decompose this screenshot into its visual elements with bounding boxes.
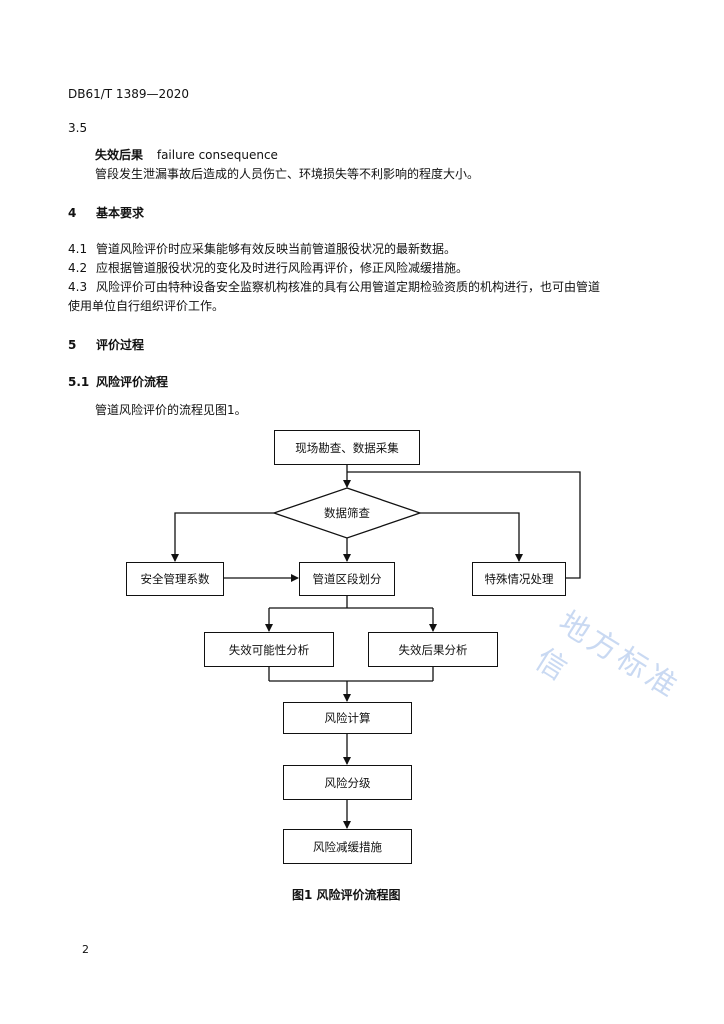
section-5-title: 评价过程 (96, 338, 145, 352)
node-site-survey: 现场勘查、数据采集 (274, 430, 420, 465)
clause-4-3-number: 4.3 (68, 280, 88, 294)
page-number: 2 (82, 943, 89, 956)
clause-4-1-number: 4.1 (68, 242, 88, 256)
term-definition: 管段发生泄漏事故后造成的人员伤亡、环境损失等不利影响的程度大小。 (95, 167, 480, 181)
section-4-heading: 4 基本要求 (68, 205, 144, 221)
clause-4-2: 4.2 应根据管道服役状况的变化及时进行风险再评价，修正风险减缓措施。 (68, 260, 468, 276)
node-failure-consequence: 失效后果分析 (368, 632, 498, 667)
section-4-number: 4 (68, 206, 77, 220)
section-5-1-number: 5.1 (68, 375, 90, 389)
node-safety-factor: 安全管理系数 (126, 562, 224, 596)
node-special-handling: 特殊情况处理 (472, 562, 566, 596)
term-heading: 失效后果 failure consequence (95, 147, 278, 163)
node-failure-probability: 失效可能性分析 (204, 632, 334, 667)
clause-4-2-text: 应根据管道服役状况的变化及时进行风险再评价，修正风险减缓措施。 (96, 261, 469, 275)
clause-4-3: 4.3 风险评价可由特种设备安全监察机构核准的具有公用管道定期检验资质的机构进行，… (68, 279, 600, 295)
clause-4-1: 4.1 管道风险评价时应采集能够有效反映当前管道服役状况的最新数据。 (68, 241, 456, 257)
node-segment-division: 管道区段划分 (299, 562, 395, 596)
flow-intro: 管道风险评价的流程见图1。 (95, 403, 247, 417)
clause-4-1-text: 管道风险评价时应采集能够有效反映当前管道服役状况的最新数据。 (96, 242, 457, 256)
section-5-1-title: 风险评价流程 (96, 375, 169, 389)
node-risk-mitigation: 风险减缓措施 (283, 829, 412, 864)
node-data-screening: 数据筛查 (324, 506, 370, 520)
clause-4-3-continued: 使用单位自行组织评价工作。 (68, 299, 225, 313)
figure-caption: 图1 风险评价流程图 (292, 888, 401, 902)
section-5-number: 5 (68, 338, 77, 352)
clause-3-5-number: 3.5 (68, 121, 88, 135)
section-5-heading: 5 评价过程 (68, 337, 144, 353)
clause-4-2-number: 4.2 (68, 261, 88, 275)
term-zh: 失效后果 (95, 148, 144, 162)
section-4-title: 基本要求 (96, 206, 145, 220)
doc-code: DB61/T 1389—2020 (68, 87, 190, 101)
section-5-1-heading: 5.1 风险评价流程 (68, 374, 168, 390)
clause-4-3-text: 风险评价可由特种设备安全监察机构核准的具有公用管道定期检验资质的机构进行，也可由… (96, 280, 601, 294)
node-risk-calculation: 风险计算 (283, 702, 412, 734)
node-risk-grading: 风险分级 (283, 765, 412, 800)
term-en: failure consequence (156, 148, 278, 162)
